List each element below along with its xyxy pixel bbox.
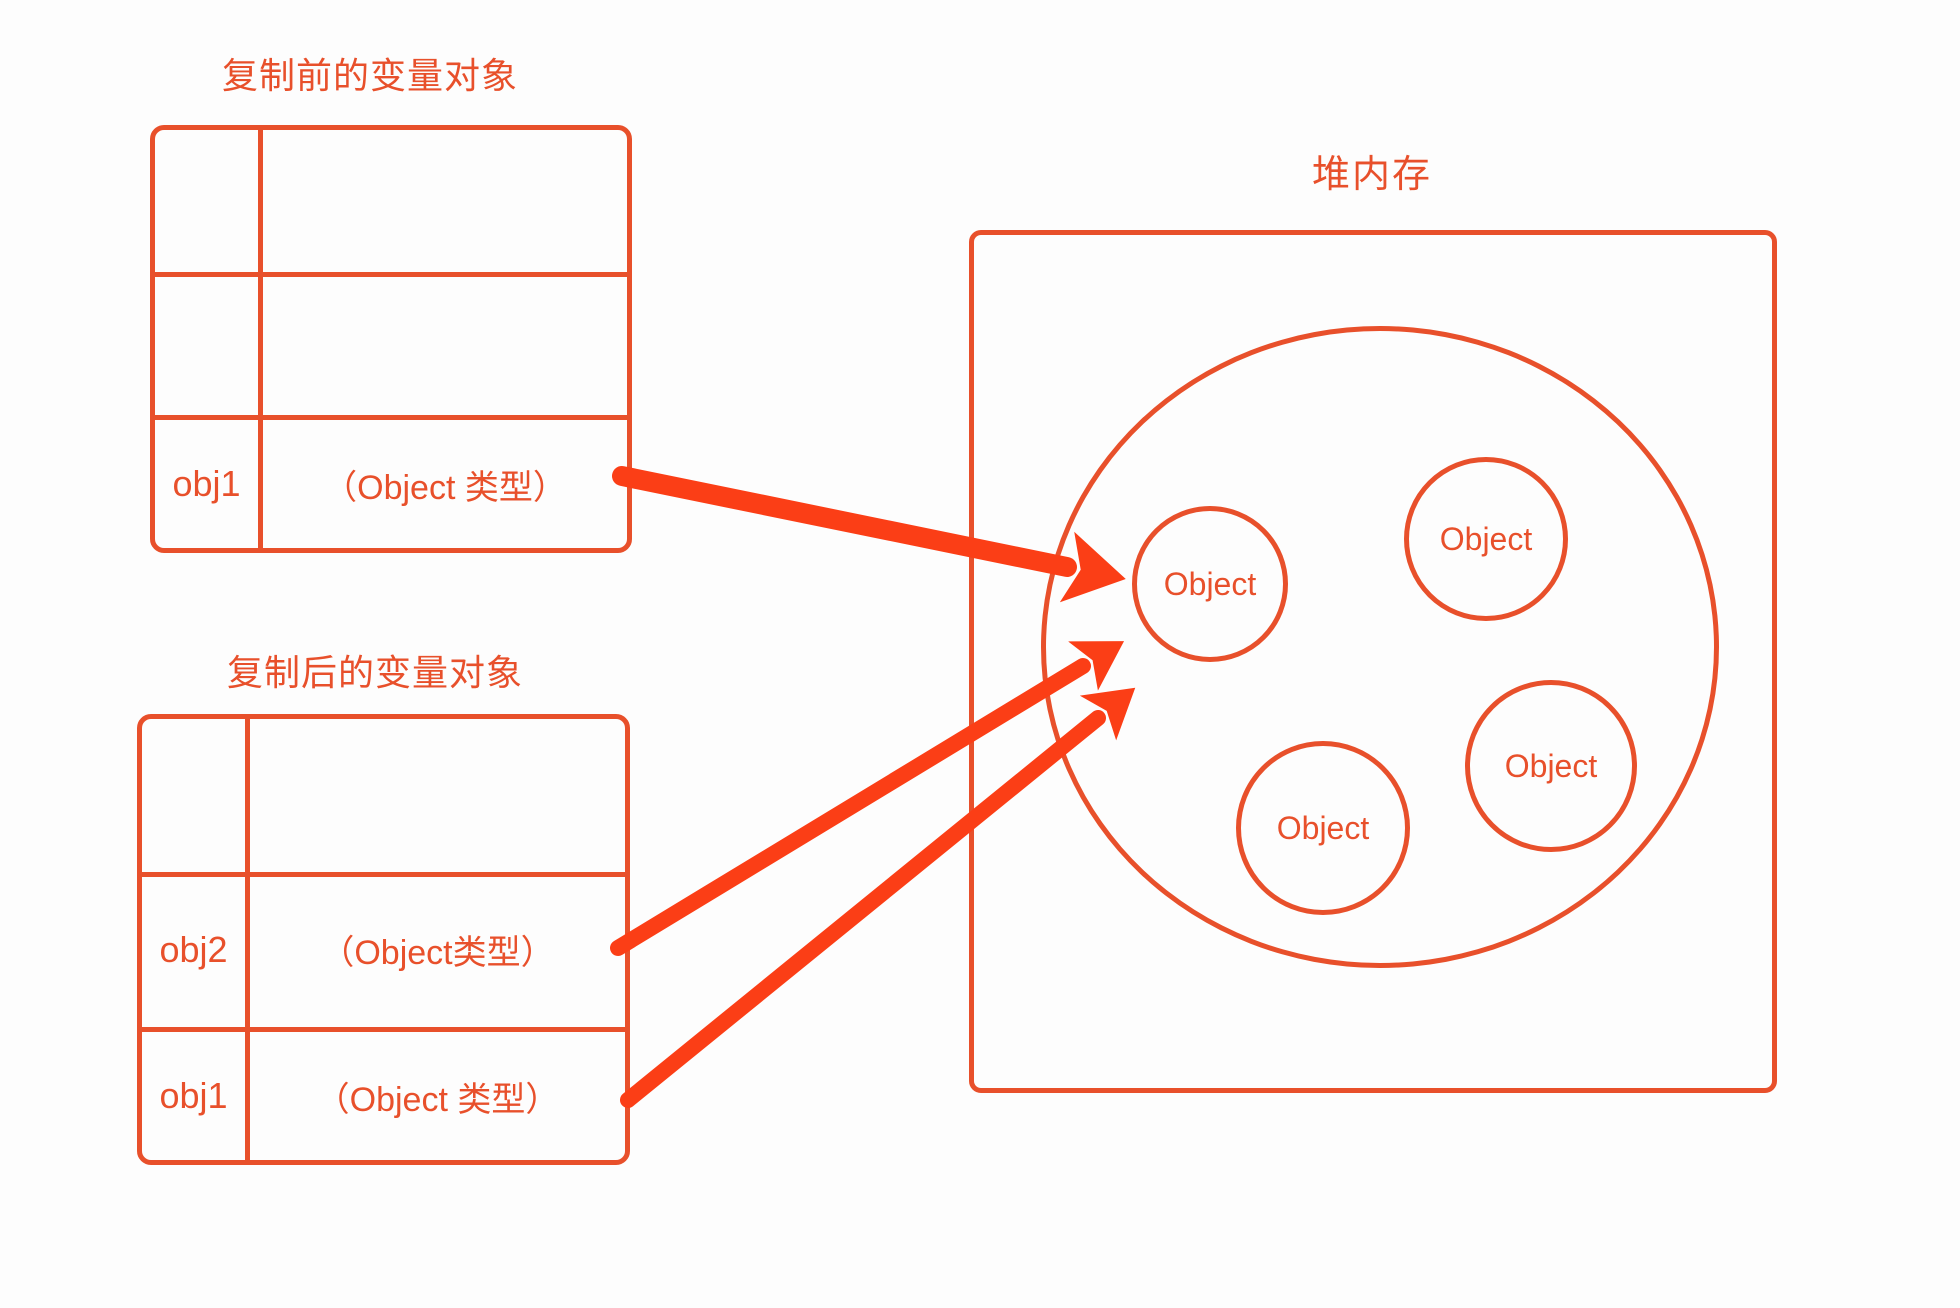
heap-object-label-3: Object bbox=[1276, 809, 1370, 846]
before-table-column-divider bbox=[258, 130, 263, 548]
before-table-row-divider-2 bbox=[155, 415, 627, 420]
heap-object-label-4: Object bbox=[1504, 747, 1598, 784]
before-table: obj1 （Object 类型） bbox=[150, 125, 632, 553]
heap-object-circle-4: Object bbox=[1465, 680, 1637, 852]
heap-object-label-2: Object bbox=[1439, 520, 1533, 557]
before-obj1-value-cell: （Object 类型） bbox=[323, 468, 567, 507]
after-table-column-divider bbox=[245, 719, 250, 1160]
after-obj1-name-cell: obj1 bbox=[159, 1075, 228, 1116]
after-table-row-divider-1 bbox=[142, 872, 625, 877]
after-obj1-value-cell: （Object 类型） bbox=[315, 1080, 560, 1119]
heap-object-label-1: Object bbox=[1163, 565, 1257, 602]
before-table-row-divider-1 bbox=[155, 272, 627, 277]
after-table-row-divider-2 bbox=[142, 1027, 625, 1032]
before-obj1-name-cell: obj1 bbox=[172, 463, 241, 504]
before-table-title: 复制前的变量对象 bbox=[222, 55, 519, 96]
after-obj2-value-cell: （Object类型） bbox=[320, 934, 555, 972]
after-table-title: 复制后的变量对象 bbox=[227, 652, 524, 693]
heap-object-circle-2: Object bbox=[1404, 457, 1568, 621]
heap-title: 堆内存 bbox=[1312, 154, 1433, 196]
heap-ellipse bbox=[1041, 326, 1719, 968]
after-obj2-name-cell: obj2 bbox=[159, 928, 228, 970]
heap-object-circle-3: Object bbox=[1236, 741, 1410, 915]
heap-object-circle-1: Object bbox=[1132, 506, 1288, 662]
after-table: obj2 （Object类型） obj1 （Object 类型） bbox=[137, 714, 630, 1165]
